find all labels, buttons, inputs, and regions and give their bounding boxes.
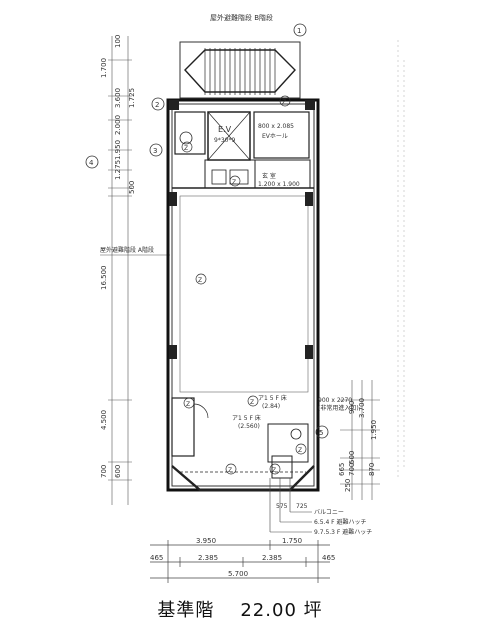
dim-right-1: 900 [348,401,356,414]
dim-bottom-total: 5.700 [228,570,248,578]
balcony-label: バルコニー [314,509,344,516]
stair-top-label: 屋外避難階段 B階段 [210,13,273,22]
callout-leaders [269,478,312,533]
dim-left-4: 2.000 [114,115,122,135]
finish-mark-1: Z [186,401,190,408]
dim-right-0: 1.950 [370,420,378,440]
core-upper [172,111,314,189]
dim-left-2: 3.600 [114,88,122,108]
dim-left-10: 700 [100,465,108,478]
dim-bottom-a-1: 1.750 [282,537,302,545]
finish-mark-8: Z [298,447,302,454]
dim-left-8: 16.500 [100,266,108,291]
office-space [179,195,309,393]
dim-right-5: 700 [348,463,356,476]
ps-center-size-label: (2.84) [262,403,280,410]
dim-right-7: 870 [368,463,376,476]
dim-left-11: 600 [114,465,122,478]
grid-mark-2: 3 [153,147,157,155]
dim-bottom-small-0: 575 [276,503,288,510]
core-lower [171,397,315,492]
floor-label: 基準階 [157,600,215,621]
finish-mark-circle-5 [279,95,291,107]
grid-circle-marks [85,23,329,439]
ev-hall-label: EVホール [262,133,288,140]
dim-left-7: 500 [128,181,136,194]
ev-hall-size-label: 800 x 2.085 [258,123,294,130]
grid-mark-3: 4 [89,159,94,167]
finish-mark-7: Z [250,399,254,406]
ev-label: E.V [218,125,232,134]
dim-left-9: 4.500 [100,410,108,430]
dim-left-6: 1.275 [114,160,122,180]
entrance-size-label: 1.200 x 1.900 [258,181,300,188]
finish-mark-3: Z [272,467,276,474]
bottom-dimension-lines [150,540,330,583]
dim-bottom-b-3: 465 [322,554,335,562]
finish-mark-circle-2 [225,463,237,475]
scan-edge-lines [397,40,405,480]
finish-mark-circle-3 [269,463,281,475]
finish-mark-2: Z [228,467,232,474]
left-dimension-lines [100,36,170,505]
grid-mark-1: 2 [155,101,159,109]
ps-center-label: ア1 5 F 床 [258,394,287,402]
opening-size-label: 900 x 2270 [318,397,352,404]
outdoor-stair-top [179,41,301,99]
finish-mark-5: Z [282,99,286,106]
finish-mark-circle-4 [181,141,193,153]
dim-right-3: 500 [348,451,356,464]
dim-left-3: 1.725 [128,88,136,108]
dim-bottom-b-2: 2.385 [262,554,282,562]
stair-side-label: 屋外避難階段 A階段 [100,246,154,254]
dim-left-1: 1.700 [100,58,108,78]
finish-mark-circle-6 [229,175,241,187]
hatch2-label: 9.7.5.3 F 避難ハッチ [314,528,372,536]
finish-mark-6: Z [232,179,236,186]
grid-mark-0: 1 [297,27,301,35]
finish-mark-circle-0 [195,273,207,285]
dim-right-2: 3.700 [358,398,366,418]
plan-caption: 基準階 22.00 坪 [0,596,480,622]
grid-mark-4: 5 [319,429,323,437]
finish-mark-circle-8 [295,443,307,455]
opening-note-label: (非常用進入口) [318,404,359,412]
floor-plan: 屋外避難階段 B階段 E.V 9*30*9 800 x 2.085 EVホール … [85,13,405,583]
ps-left-label: ア1 5 F 床 [232,414,261,422]
dim-bottom-b-0: 465 [150,554,163,562]
entrance-label: 玄 室 [262,172,276,180]
structural-columns [169,100,315,359]
dim-right-6: 250 [344,479,352,492]
hatch1-label: 6.5.4 F 避難ハッチ [314,518,367,526]
dim-left-0: 100 [114,35,122,48]
dim-right-4: 665 [338,463,346,476]
ev-size-label: 9*30*9 [214,137,235,144]
finish-mark-circle-1 [183,397,195,409]
finish-mark-0: Z [198,277,202,284]
area-label: 22.00 坪 [240,600,323,621]
dim-bottom-b-1: 2.385 [198,554,218,562]
dim-bottom-small-1: 725 [296,503,308,510]
right-dimension-lines [340,380,380,500]
finish-mark-circle-7 [247,395,259,407]
dim-bottom-a-0: 3.950 [196,537,216,545]
dim-left-5: 1.950 [114,140,122,160]
finish-mark-4: Z [184,145,188,152]
ps-left-size-label: (2.560) [238,423,260,430]
